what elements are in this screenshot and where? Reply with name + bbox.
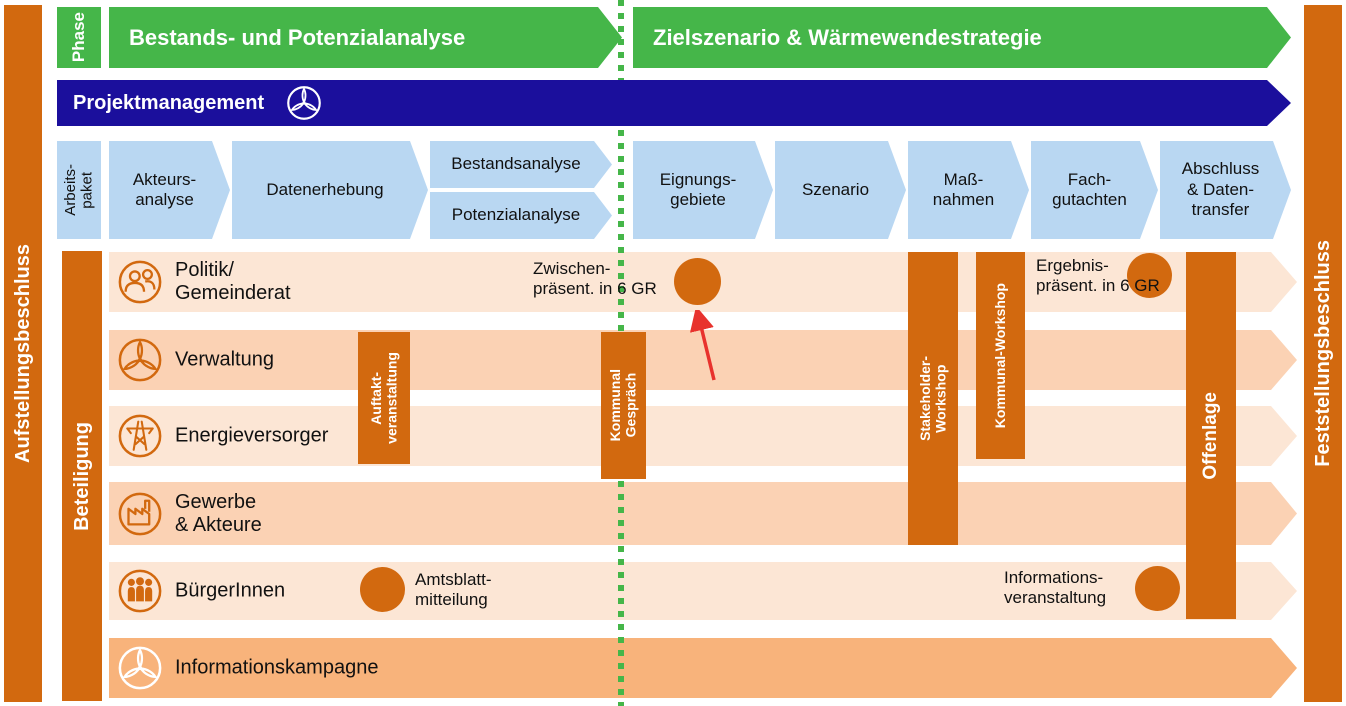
wp-fachgutachten: Fach- gutachten	[1031, 141, 1158, 239]
turbine-icon	[117, 645, 163, 691]
amtsblattmitteilung-label: Amtsblatt- mitteilung	[415, 570, 492, 610]
wp-massnahmen-label: Maß- nahmen	[932, 169, 995, 209]
phase-header-box: Phase	[57, 7, 101, 68]
wp-bestandsanalyse: Bestandsanalyse	[430, 141, 612, 188]
turbine-icon	[286, 85, 322, 121]
wp-akteursanalyse: Akteurs- analyse	[109, 141, 230, 239]
row-buergerinnen-label: BürgerInnen	[175, 579, 286, 602]
wp-potenzialanalyse: Potenzialanalyse	[430, 192, 612, 239]
auftaktveranstaltung-bar: Auftakt- veranstaltung	[358, 332, 410, 464]
stakeholder-workshop-bar: Stakeholder- Workshop	[908, 252, 958, 545]
row-gewerbe-label: Gewerbe & Akteure	[175, 490, 262, 536]
red-annotation-arrow	[690, 310, 716, 381]
auftaktveranstaltung-label: Auftakt- veranstaltung	[367, 352, 399, 444]
row-informationskampagne: Informationskampagne	[109, 638, 1297, 698]
aufstellungsbeschluss-label: Aufstellungsbeschluss	[12, 244, 34, 463]
feststellungsbeschluss-bar: Feststellungsbeschluss	[1304, 5, 1342, 702]
beteiligung-bar: Beteiligung	[62, 251, 102, 701]
row-buergerinnen: BürgerInnen	[109, 562, 1297, 620]
wp-bestandsanalyse-label: Bestandsanalyse	[451, 154, 581, 174]
phase-1-arrow: Bestands- und Potenzialanalyse	[109, 7, 622, 68]
kommunal-workshop-label: Kommunal-Workshop	[991, 282, 1008, 429]
wp-szenario: Szenario	[775, 141, 906, 239]
phase-2-arrow: Zielszenario & Wärmewendestrategie	[633, 7, 1291, 68]
family-icon	[117, 568, 163, 614]
feststellungsbeschluss-label: Feststellungsbeschluss	[1312, 240, 1334, 467]
wp-massnahmen: Maß- nahmen	[908, 141, 1029, 239]
ergebnispraesentation-label: Ergebnis- präsent. in 6 GR	[1036, 256, 1160, 296]
arbeitspaket-header-label: Arbeits- paket	[61, 164, 96, 216]
factory-icon	[117, 491, 163, 537]
row-energieversorger-label: Energieversorger	[175, 424, 329, 447]
row-informationskampagne-label: Informationskampagne	[175, 656, 379, 679]
offenlage-label: Offenlage	[1199, 391, 1221, 480]
wp-eignungsgebiete-label: Eignungs- gebiete	[659, 169, 737, 209]
row-politik-label: Politik/ Gemeinderat	[175, 259, 291, 304]
amtsblattmitteilung-milestone-dot	[360, 567, 405, 612]
projektmanagement-arrow: Projektmanagement	[57, 80, 1291, 126]
wp-szenario-label: Szenario	[801, 179, 870, 199]
turbine-icon	[117, 337, 163, 383]
phase-2-label: Zielszenario & Wärmewendestrategie	[653, 24, 1042, 50]
wp-abschluss-datentransfer-label: Abschluss & Daten- transfer	[1181, 159, 1260, 220]
beteiligung-label: Beteiligung	[71, 421, 93, 531]
wp-eignungsgebiete: Eignungs- gebiete	[633, 141, 773, 239]
aufstellungsbeschluss-bar: Aufstellungsbeschluss	[4, 5, 42, 702]
wp-fachgutachten-label: Fach- gutachten	[1052, 169, 1127, 209]
informationsveranstaltung-label: Informations- veranstaltung	[1004, 568, 1107, 608]
wp-datenerhebung: Datenerhebung	[232, 141, 428, 239]
kommunalgespraech-label: Kommunal Gespräch	[607, 369, 639, 442]
zwischenpraesentation-milestone-dot	[674, 258, 721, 305]
row-gewerbe-akteure: Gewerbe & Akteure	[109, 482, 1297, 545]
kommunalgespraech-bar: Kommunal Gespräch	[601, 332, 646, 479]
wp-datenerhebung-label: Datenerhebung	[266, 179, 384, 199]
stakeholder-workshop-label: Stakeholder- Workshop	[916, 356, 948, 441]
informationsveranstaltung-milestone-dot	[1135, 566, 1180, 611]
row-energieversorger: Energieversorger	[109, 406, 1297, 466]
zwischenpraesentation-label: Zwischen- präsent. in 6 GR	[533, 259, 657, 299]
phase-header-label: Phase	[68, 12, 88, 63]
pylon-icon	[117, 413, 163, 459]
people-icon	[117, 259, 163, 305]
kommunal-workshop-bar: Kommunal-Workshop	[976, 252, 1025, 459]
wp-akteursanalyse-label: Akteurs- analyse	[132, 169, 197, 209]
arbeitspaket-header-box: Arbeits- paket	[57, 141, 101, 239]
projektmanagement-label: Projektmanagement	[73, 91, 265, 114]
wp-potenzialanalyse-label: Potenzialanalyse	[451, 205, 581, 225]
phase-1-label: Bestands- und Potenzialanalyse	[129, 24, 466, 50]
ergebnispraesentation-milestone-dot	[1127, 253, 1172, 298]
offenlage-bar: Offenlage	[1186, 252, 1236, 619]
wp-abschluss-datentransfer: Abschluss & Daten- transfer	[1160, 141, 1291, 239]
row-verwaltung-label: Verwaltung	[175, 348, 274, 371]
